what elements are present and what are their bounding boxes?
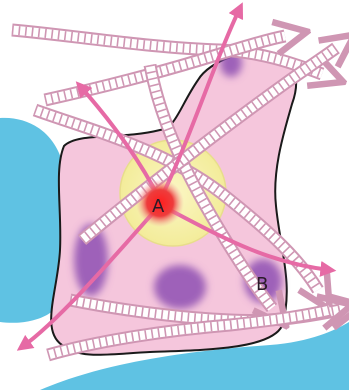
label-b: B xyxy=(256,274,268,295)
purple-blob xyxy=(154,265,206,309)
label-a: A xyxy=(152,196,165,217)
